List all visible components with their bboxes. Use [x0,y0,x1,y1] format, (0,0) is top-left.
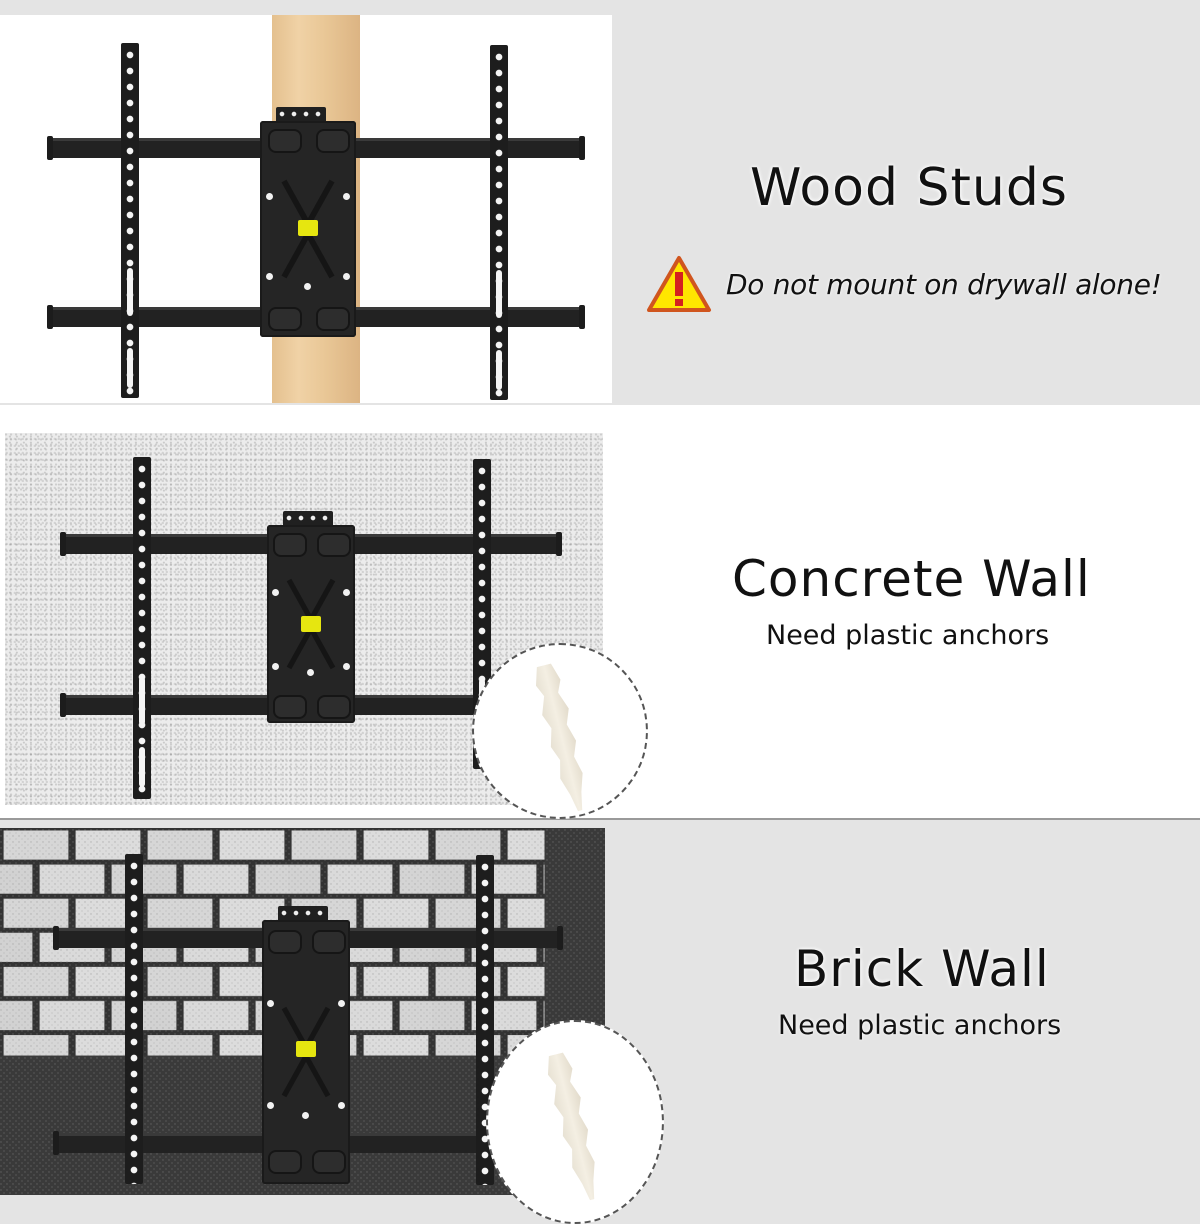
warning-text: Do not mount on drywall alone! [726,267,1162,301]
tv-bracket-rail-left [133,457,151,799]
section-brick-wall: Brick Wall Need plastic anchors [0,820,1200,1224]
section-subtitle: Need plastic anchors [778,1010,1062,1041]
tv-bracket-rail-right [490,45,508,400]
warning-triangle-icon [647,256,711,312]
section-concrete-wall: Concrete Wall Need plastic anchors [0,405,1200,820]
drywall-warning: Do not mount on drywall alone! [646,255,1162,313]
section-title: Brick Wall [794,940,1050,998]
plastic-anchor-inset [486,1020,664,1224]
tv-bracket-rail-left [125,854,143,1184]
plastic-anchor-icon [526,661,597,815]
section-wood-studs: Wood Studs Do not mount on drywall alone… [0,0,1200,405]
tv-bracket-rail-left [121,43,139,398]
wood-stud-mount-image [0,15,612,403]
section-subtitle: Need plastic anchors [766,620,1050,651]
wall-plate [267,511,355,723]
plastic-anchor-icon [538,1050,609,1204]
plastic-anchor-inset [472,643,648,819]
section-title: Concrete Wall [732,550,1091,608]
section-title: Wood Studs [750,158,1068,218]
wall-plate [260,107,356,337]
brand-logo-icon [298,220,318,237]
brand-logo-icon [301,616,321,633]
brand-logo-icon [296,1041,316,1058]
wall-plate [262,906,350,1184]
